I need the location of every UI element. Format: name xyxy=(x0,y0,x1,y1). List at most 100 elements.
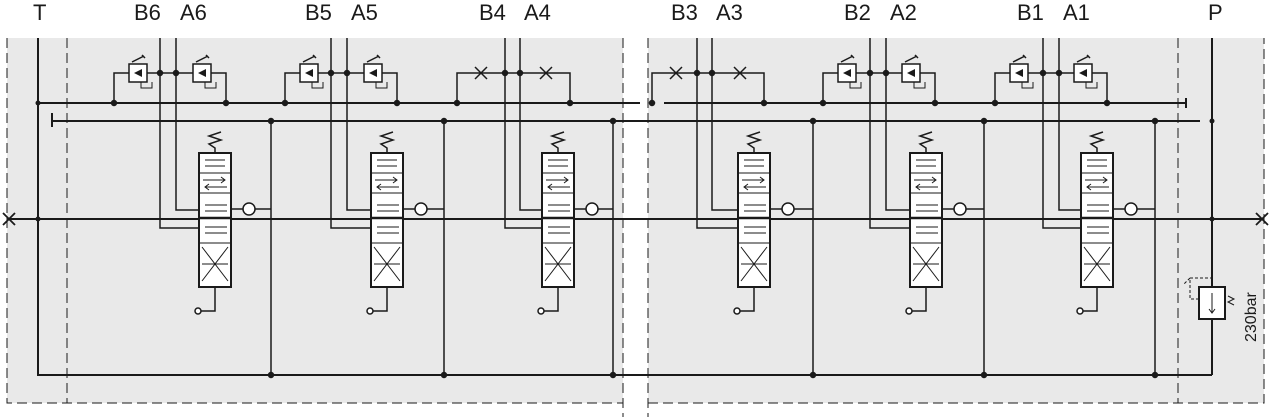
spool-section-6 xyxy=(991,38,1159,379)
spool-section-1 xyxy=(110,38,275,379)
check-valve-icon xyxy=(242,202,256,216)
lever-knob xyxy=(537,307,545,315)
junction-dot xyxy=(882,69,890,77)
junction-dot xyxy=(1209,118,1215,124)
lever-icon xyxy=(544,287,559,312)
port-label-a5: A5 xyxy=(351,0,378,25)
junction-dot xyxy=(327,69,335,77)
spring-icon xyxy=(206,131,224,153)
port-label-b3: B3 xyxy=(671,0,698,25)
port-b-line xyxy=(869,38,910,229)
port-relief-valve-icon xyxy=(901,54,926,89)
spring-icon xyxy=(1226,295,1236,306)
junction-dot xyxy=(281,99,289,107)
junction-dot xyxy=(393,99,401,107)
directional-spool-valve-icon xyxy=(1076,131,1114,315)
junction-dot xyxy=(440,117,448,125)
left-block-border xyxy=(6,38,624,417)
right-block-border xyxy=(647,38,1265,417)
junction-dot xyxy=(440,371,448,379)
check-valve-icon xyxy=(781,202,795,216)
junction-dot xyxy=(453,99,461,107)
junction-dot xyxy=(343,69,351,77)
spring-icon xyxy=(378,131,396,153)
directional-spool-valve-icon xyxy=(905,131,943,315)
port-a-line xyxy=(885,38,910,211)
junction-dot xyxy=(609,371,617,379)
junction-dot xyxy=(110,99,118,107)
port-label-b5: B5 xyxy=(305,0,332,25)
check-valve-icon xyxy=(414,202,428,216)
right-plug-icon xyxy=(1255,212,1269,226)
relief-bridge-line xyxy=(113,72,227,103)
junction-dot xyxy=(1039,69,1047,77)
junction-dot xyxy=(35,216,41,222)
spool-section-3 xyxy=(453,38,617,379)
relief-pressure-label: 230bar xyxy=(1243,292,1260,342)
port-relief-valve-icon xyxy=(192,54,217,89)
port-label-a2: A2 xyxy=(890,0,917,25)
port-b-line xyxy=(504,38,542,229)
spool-section-2 xyxy=(281,38,448,379)
relief-bridge-line xyxy=(822,72,936,103)
port-relief-valve-icon xyxy=(363,54,388,89)
junction-dot xyxy=(501,69,509,77)
spring-icon xyxy=(549,131,567,153)
port-label-tank: T xyxy=(33,0,47,25)
junction-dot xyxy=(693,69,701,77)
port-relief-valve-icon xyxy=(299,54,324,89)
port-label-b4: B4 xyxy=(479,0,506,25)
lever-icon xyxy=(201,287,216,312)
lever-knob xyxy=(905,307,913,315)
check-valve-icon xyxy=(585,202,599,216)
directional-spool-valve-icon xyxy=(194,131,232,315)
junction-dot xyxy=(1151,117,1159,125)
left-block-panel xyxy=(7,38,623,403)
junction-dot xyxy=(1103,99,1111,107)
plug-icon xyxy=(474,66,488,80)
junction-dot xyxy=(809,371,817,379)
lever-icon xyxy=(740,287,755,312)
port-b-line xyxy=(696,38,738,229)
relief-bridge-line xyxy=(994,72,1108,103)
relief-bridge-line xyxy=(651,72,765,103)
port-label-b1: B1 xyxy=(1017,0,1044,25)
directional-spool-valve-icon xyxy=(537,131,575,315)
spring-icon xyxy=(917,131,935,153)
tank-return-line xyxy=(37,38,1212,376)
junction-dot xyxy=(1151,371,1159,379)
junction-dot xyxy=(649,100,655,106)
lever-icon xyxy=(1083,287,1098,312)
port-a-line xyxy=(175,38,199,211)
port-relief-valve-icon xyxy=(1073,54,1098,89)
port-label-b6: B6 xyxy=(134,0,161,25)
junction-dot xyxy=(35,100,41,106)
junction-dot xyxy=(172,69,180,77)
lever-knob xyxy=(194,307,202,315)
left-plug-icon xyxy=(2,212,16,226)
lever-knob xyxy=(733,307,741,315)
relief-bridge-line xyxy=(284,72,398,103)
port-relief-valve-icon xyxy=(128,54,153,89)
plug-icon xyxy=(669,66,683,80)
port-a-line xyxy=(1058,38,1081,211)
junction-dot xyxy=(819,99,827,107)
junction-dot xyxy=(866,69,874,77)
relief-bridge-line xyxy=(456,72,571,103)
junction-dot xyxy=(156,69,164,77)
port-a-line xyxy=(346,38,371,211)
directional-spool-valve-icon xyxy=(366,131,404,315)
lever-knob xyxy=(1076,307,1084,315)
port-b-line xyxy=(159,38,199,229)
port-a-line xyxy=(519,38,542,211)
port-label-pressure: P xyxy=(1208,0,1223,25)
junction-dot xyxy=(222,99,230,107)
tank-gallery-line xyxy=(38,98,1187,108)
junction-dot xyxy=(991,99,999,107)
port-label-a6: A6 xyxy=(180,0,207,25)
spring-icon xyxy=(1088,131,1106,153)
plug-icon xyxy=(733,66,747,80)
port-b-line xyxy=(1042,38,1081,229)
junction-dot xyxy=(1209,216,1215,222)
